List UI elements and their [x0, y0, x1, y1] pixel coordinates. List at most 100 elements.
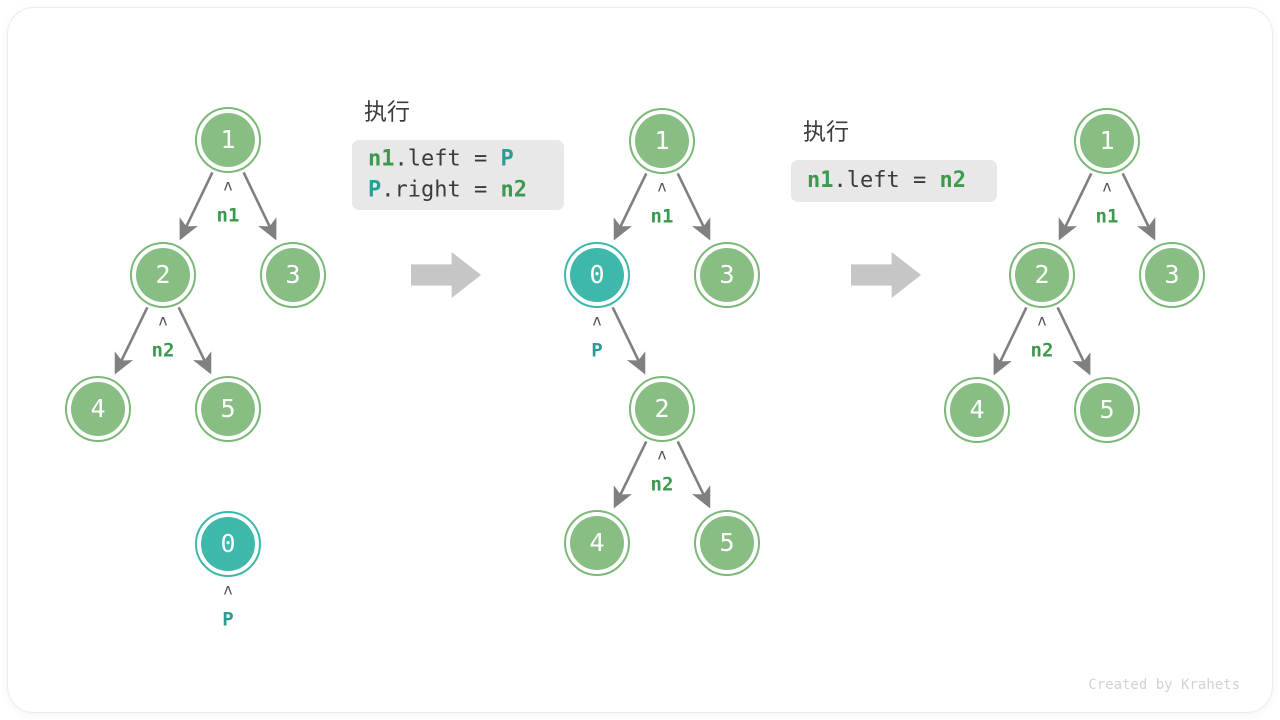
code-token: n2 — [500, 178, 527, 203]
pointer-caret-icon: ʌ — [1102, 178, 1111, 196]
node-body — [700, 516, 754, 570]
node-value-label: 1 — [220, 125, 235, 154]
node-value-label: 3 — [1164, 260, 1179, 289]
code-line: n1.left = n2 — [807, 168, 966, 193]
node-body — [570, 248, 624, 302]
node-outer-ring — [1009, 242, 1075, 308]
node-value-label: 1 — [1099, 126, 1114, 155]
tree-node-3[interactable]: 3 — [1139, 242, 1205, 308]
pointer-label-n1: n1 — [217, 205, 240, 227]
tree-node-4[interactable]: 4 — [564, 510, 630, 576]
node-outer-ring — [564, 510, 630, 576]
node-body — [1015, 248, 1069, 302]
tree-node-3[interactable]: 3 — [260, 242, 326, 308]
edges-layer — [114, 171, 1156, 509]
node-outer-ring — [694, 242, 760, 308]
code-snippet-box — [352, 140, 564, 210]
pointer-caret-icon: ʌ — [657, 446, 666, 464]
node-outer-ring — [260, 242, 326, 308]
node-outer-ring — [130, 242, 196, 308]
tree-edge-node-1-to-node-2 — [179, 171, 214, 241]
tree-node-3[interactable]: 3 — [694, 242, 760, 308]
tree-edge-node-2-to-node-4 — [613, 440, 648, 509]
code-snippet-box — [791, 160, 997, 202]
code-token: n2 — [939, 168, 966, 193]
node-body — [950, 383, 1004, 437]
exec-label: 执行 — [364, 100, 410, 126]
tree-node-5[interactable]: 5 — [195, 376, 261, 442]
node-body — [201, 113, 255, 167]
pointer-caret-icon: ʌ — [223, 177, 232, 195]
tree-node-5[interactable]: 5 — [694, 510, 760, 576]
tree-edge-node-2-to-node-5 — [1056, 306, 1091, 376]
tree-node-1[interactable]: 1 — [1074, 108, 1140, 174]
tree-edge-node-0-to-node-2 — [611, 306, 646, 375]
node-body — [1080, 383, 1134, 437]
node-body — [635, 382, 689, 436]
node-value-label: 4 — [589, 528, 604, 557]
pointer-label-P: P — [591, 340, 602, 362]
tree-node-4[interactable]: 4 — [65, 376, 131, 442]
node-value-label: 4 — [969, 395, 984, 424]
nodes-layer: 1 2 3 4 5 0 1 0 3 2 4 5 1 2 3 4 5 — [65, 107, 1205, 577]
tree-node-0-highlight[interactable]: 0 — [195, 511, 261, 577]
code-token: .right = — [381, 178, 500, 203]
tree-node-0-highlight[interactable]: 0 — [564, 242, 630, 308]
node-value-label: 5 — [719, 528, 734, 557]
node-value-label: 0 — [220, 529, 235, 558]
tree-node-2[interactable]: 2 — [629, 376, 695, 442]
node-value-label: 0 — [589, 260, 604, 289]
code-token: P — [368, 178, 381, 203]
node-body — [570, 516, 624, 570]
node-outer-ring — [1139, 242, 1205, 308]
exec-label: 执行 — [803, 120, 849, 146]
node-outer-ring — [195, 511, 261, 577]
code-token: n1 — [807, 168, 834, 193]
pointer-label-P: P — [222, 609, 233, 631]
pointer-label-n2: n2 — [152, 340, 175, 362]
code-token: .left = — [395, 147, 501, 172]
node-body — [635, 114, 689, 168]
tree-edge-node-2-to-node-4 — [993, 306, 1028, 376]
pointer-label-n1: n1 — [651, 206, 674, 228]
node-outer-ring — [564, 242, 630, 308]
node-outer-ring — [195, 107, 261, 173]
node-body — [201, 517, 255, 571]
pointer-caret-icon: ʌ — [592, 312, 601, 330]
tree-node-1[interactable]: 1 — [629, 108, 695, 174]
code-line: n1.left = P — [368, 147, 514, 172]
node-value-label: 1 — [654, 126, 669, 155]
tree-node-5[interactable]: 5 — [1074, 377, 1140, 443]
pointer-label-n2: n2 — [1031, 340, 1054, 362]
node-outer-ring — [195, 376, 261, 442]
node-value-label: 5 — [220, 394, 235, 423]
tree-edge-node-1-to-node-3 — [1121, 172, 1156, 241]
tree-node-4[interactable]: 4 — [944, 377, 1010, 443]
tree-node-2[interactable]: 2 — [1009, 242, 1075, 308]
tree-node-1[interactable]: 1 — [195, 107, 261, 173]
node-value-label: 3 — [285, 260, 300, 289]
tree-node-2[interactable]: 2 — [130, 242, 196, 308]
code-token: .left = — [834, 168, 940, 193]
node-outer-ring — [629, 376, 695, 442]
tree-edge-node-1-to-node-0 — [613, 172, 648, 241]
tree-edge-node-2-to-node-5 — [676, 440, 711, 509]
code-line: P.right = n2 — [368, 178, 527, 203]
pointer-caret-icon: ʌ — [223, 581, 232, 599]
node-body — [1080, 114, 1134, 168]
code-token: P — [500, 147, 513, 172]
pointer-caret-icon: ʌ — [1037, 312, 1046, 330]
pointer-caret-icon: ʌ — [158, 312, 167, 330]
node-body — [201, 382, 255, 436]
node-value-label: 5 — [1099, 395, 1114, 424]
node-body — [136, 248, 190, 302]
node-body — [71, 382, 125, 436]
node-outer-ring — [1074, 108, 1140, 174]
transition-arrow-1-icon — [411, 252, 481, 298]
tree-edge-node-1-to-node-3 — [242, 171, 277, 241]
node-body — [1145, 248, 1199, 302]
node-value-label: 3 — [719, 260, 734, 289]
node-outer-ring — [944, 377, 1010, 443]
